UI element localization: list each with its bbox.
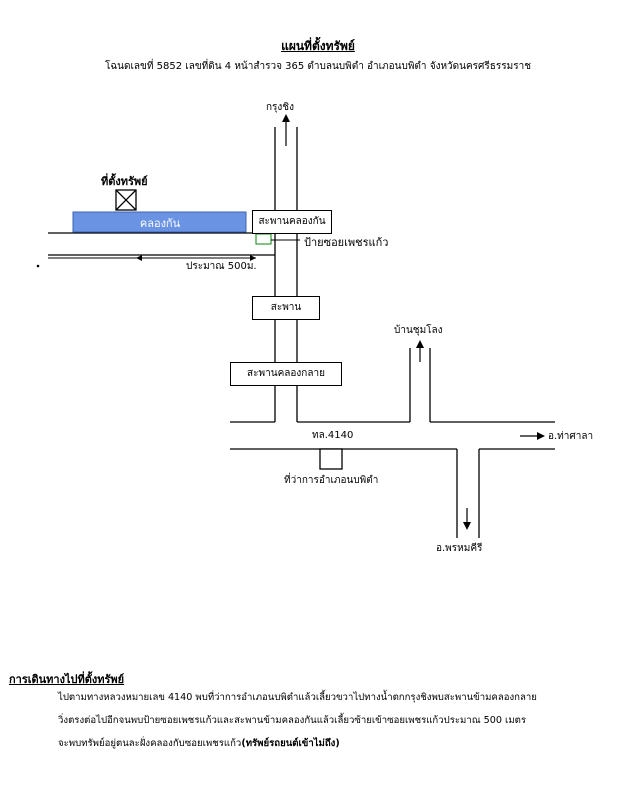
directions-heading: การเดินทางไปที่ตั้งทรัพย์ <box>9 673 125 686</box>
directions-line-3: จะพบทรัพย์อยู่ตนละฝั่งคลองกับซอยเพชรแก้ว… <box>58 739 340 749</box>
soi-sign-marker <box>255 233 272 245</box>
directions-line-2: วิ่งตรงต่อไปอีกจนพบป้ายซอยเพชรแก้วและสะพ… <box>58 715 527 726</box>
property-label: ที่ตั้งทรัพย์ <box>101 175 148 188</box>
bridge-klong-klai-box: สะพานคลองกลาย <box>230 362 342 386</box>
phrom-khiri-label: อ.พรหมคีรี <box>436 543 483 554</box>
directions-note: (ทรัพย์รถยนต์เข้าไม่ถึง) <box>241 738 340 749</box>
arrow-phrom-khiri <box>463 522 471 530</box>
map-title: แผนที่ตั้งทรัพย์ <box>281 39 355 53</box>
directions-line-3-text: จะพบทรัพย์อยู่ตนละฝั่งคลองกับซอยเพชรแก้ว <box>58 738 242 749</box>
distance-label: ประมาณ 500ม. <box>186 261 257 272</box>
soi-sign-label: ป้ายซอยเพชรแก้ว <box>304 236 389 249</box>
arrow-tha-sala <box>537 432 545 440</box>
road-number-label: ทล.4140 <box>312 430 354 441</box>
district-office-marker <box>319 448 343 470</box>
arrow-ban-chum-long <box>416 340 424 348</box>
map-subtitle: โฉนดเลขที่ 5852 เลขที่ดิน 4 หน้าสำรวจ 36… <box>105 61 531 72</box>
arrow-krung-ching <box>282 114 290 122</box>
canal <box>72 211 247 233</box>
krung-ching-label: กรุงชิง <box>266 102 294 113</box>
bridge-klong-kan-box: สะพานคลองกัน <box>252 210 332 234</box>
tha-sala-label: อ.ท่าศาลา <box>548 431 594 442</box>
district-office-label: ที่ว่าการอำเภอนบพิตำ <box>284 475 379 486</box>
canal-label: คลองกัน <box>139 216 181 230</box>
bridge-box: สะพาน <box>252 296 320 320</box>
ban-chum-long-label: บ้านชุมโลง <box>394 325 443 336</box>
directions-line-1: ไปตามทางหลวงหมายเลข 4140 พบที่ว่าการอำเภ… <box>58 692 537 703</box>
